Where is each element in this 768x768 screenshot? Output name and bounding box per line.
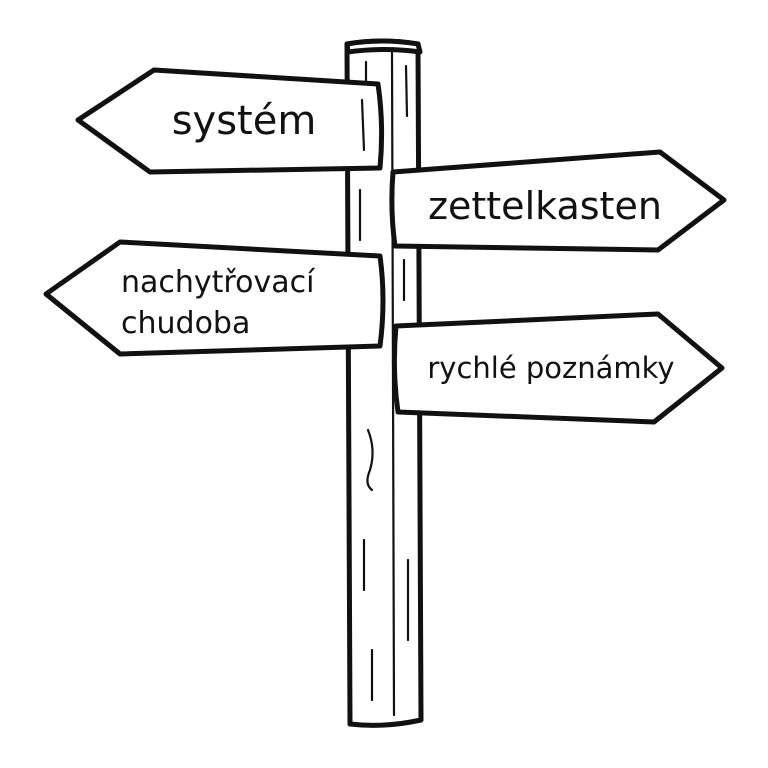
sign-label-rychlé-poznámky: rychlé poznámky [427, 351, 674, 385]
sign-rychlé-poznámky-right-arrow: rychlé poznámky [391, 311, 725, 425]
sign-label-chudoba: chudoba [121, 306, 250, 341]
sign-label-systém: systém [172, 98, 317, 144]
sign-label-zettelkasten: zettelkasten [428, 184, 662, 228]
sign-systém-left-arrow: systém [75, 67, 385, 175]
sign-zettelkasten-right-arrow: zettelkasten [389, 149, 727, 253]
sign-nachytřovací-chudoba-left-arrow: nachytřovací chudoba [43, 239, 386, 357]
sign-label-nachytřovací: nachytřovací [121, 265, 316, 300]
